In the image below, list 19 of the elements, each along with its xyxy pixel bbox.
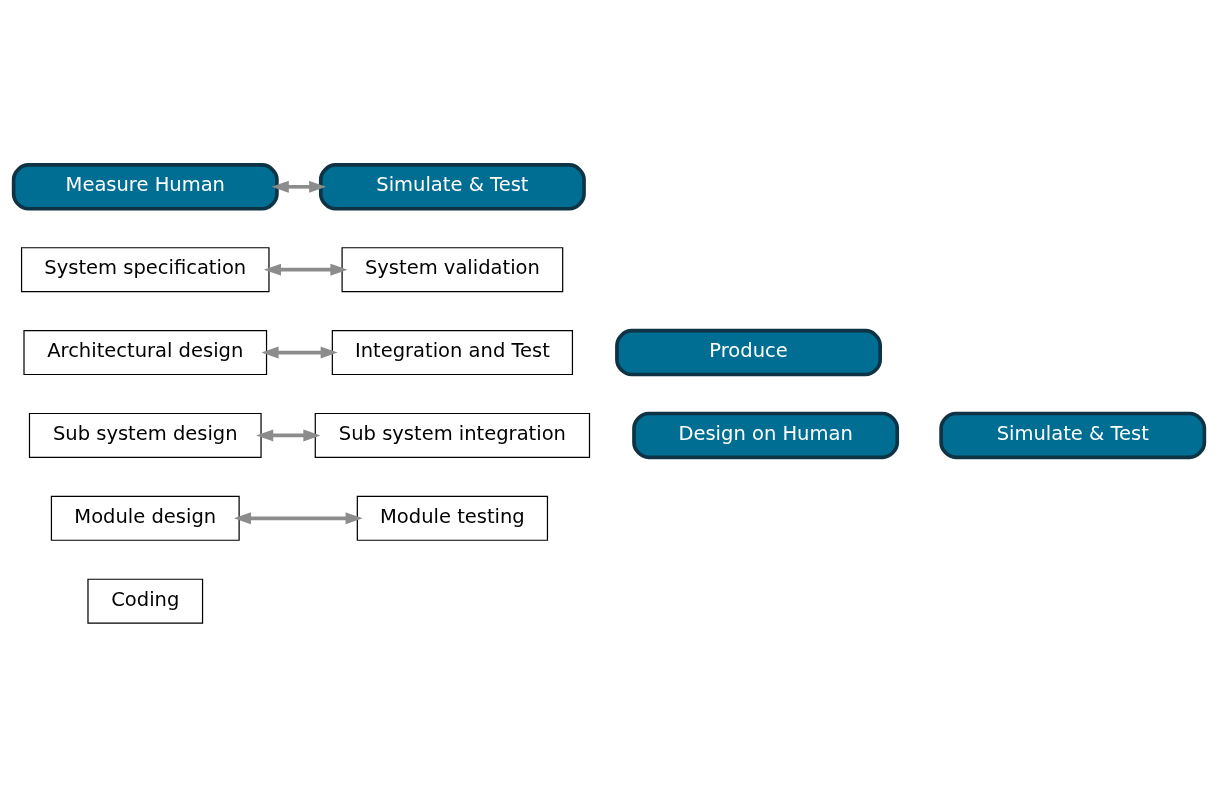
node-box: Integration and Test [331,329,574,375]
arrow [233,511,363,524]
node-box: Module testing [356,495,549,541]
node-box: Measure Human [11,162,279,211]
node-box: Design on Human [632,411,900,459]
node-box: Simulate & Test [318,162,586,211]
node-box: Module design [50,495,240,541]
node-box: Simulate & Test [939,411,1207,459]
node-box: Architectural design [23,329,268,375]
node-box: Sub system integration [314,412,591,458]
node-box: Coding [87,578,204,624]
arrow [261,346,338,359]
arrow [263,263,348,276]
node-box: System validation [341,246,564,292]
node-box: Produce [615,328,882,376]
node-box: System specification [20,246,270,292]
arrow [271,180,327,193]
node-box: Sub system design [28,412,262,458]
arrow [256,428,321,441]
